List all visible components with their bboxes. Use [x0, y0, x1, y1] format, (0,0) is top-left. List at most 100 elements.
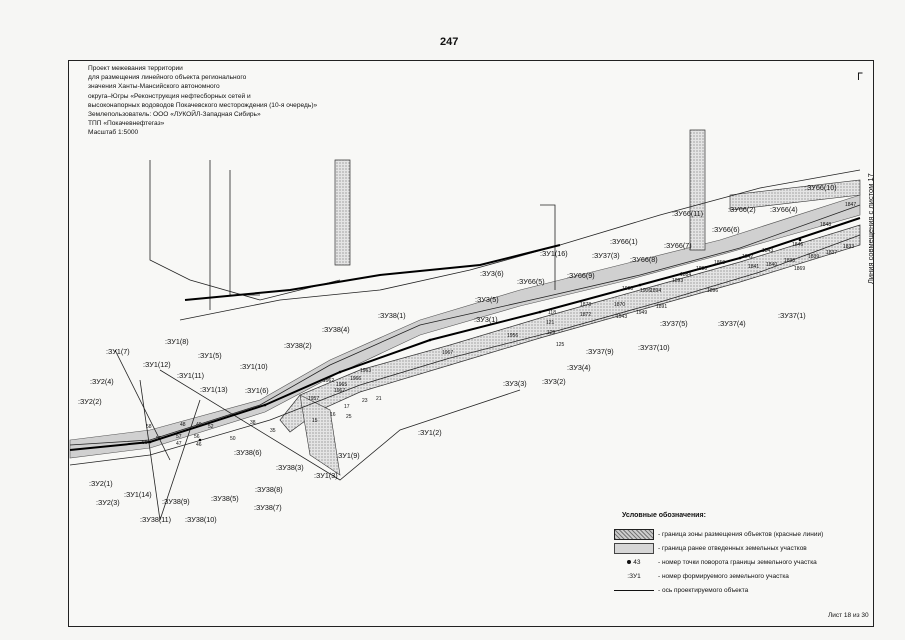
plot-label[interactable]: :ЗУ66(5) — [517, 277, 545, 286]
point-label: 15 — [312, 418, 318, 424]
plot-label[interactable]: :ЗУ1(3) — [314, 471, 338, 480]
plot-label[interactable]: :ЗУ66(11) — [672, 209, 703, 218]
plot-label[interactable]: :ЗУ37(5) — [660, 319, 688, 328]
point-label: 1963 — [360, 368, 371, 374]
legend-prefix: 43 — [633, 558, 641, 566]
plot-label[interactable]: :ЗУ1(13) — [200, 385, 228, 394]
plot-label[interactable]: :ЗУ1(9) — [336, 451, 360, 460]
plot-label[interactable]: :ЗУ1(5) — [198, 351, 222, 360]
point-label: 1840 — [766, 262, 777, 268]
red-line-swatch-icon — [614, 528, 654, 540]
point-label: 1842 — [742, 254, 753, 260]
plot-label[interactable]: :ЗУ66(8) — [630, 255, 658, 264]
plot-label[interactable]: :ЗУ37(9) — [586, 347, 614, 356]
point-label: 1841 — [748, 264, 759, 270]
plot-label[interactable]: :ЗУ38(11) — [140, 515, 171, 524]
point-label: 1906 — [640, 288, 651, 294]
point-label: 59 — [142, 440, 148, 446]
point-label: 125 — [556, 342, 565, 348]
plot-label[interactable]: :ЗУ66(1) — [610, 237, 638, 246]
legend-text: - номер формируемого земельного участка — [658, 572, 789, 580]
point-label: 56 — [194, 434, 200, 440]
point-label: 129 — [547, 330, 556, 336]
plot-label[interactable]: :ЗУ1(2) — [418, 428, 442, 437]
point-label: 1884 — [680, 272, 691, 278]
plot-label[interactable]: :ЗУ38(6) — [234, 448, 262, 457]
plot-label[interactable]: :ЗУ66(10) — [805, 183, 837, 192]
plot-label[interactable]: :ЗУ1(16) — [540, 249, 568, 258]
point-label: 1943 — [616, 314, 627, 320]
plot-label[interactable]: :ЗУ66(7) — [664, 241, 692, 250]
plot-label[interactable]: :ЗУ37(3) — [592, 251, 620, 260]
plot-label[interactable]: :ЗУ3(6) — [480, 269, 504, 278]
plot-label[interactable]: :ЗУ3(2) — [542, 377, 566, 386]
plot-label[interactable]: :ЗУ37(10) — [638, 343, 670, 352]
plot-label[interactable]: :ЗУ38(2) — [284, 341, 312, 350]
plot-label[interactable]: :ЗУ38(4) — [322, 325, 350, 334]
plot-label[interactable]: :ЗУ2(2) — [78, 397, 102, 406]
point-label: 21 — [376, 396, 382, 402]
plot-label[interactable]: :ЗУ66(6) — [712, 225, 740, 234]
legend-text: - номер точки поворота границы земельног… — [658, 558, 817, 566]
plot-label[interactable]: :ЗУ3(3) — [503, 379, 527, 388]
plot-label[interactable]: :ЗУ37(4) — [718, 319, 746, 328]
point-label: 1894 — [650, 288, 661, 294]
point-label: 49 — [196, 422, 202, 428]
plot-label[interactable]: :ЗУ38(10) — [185, 515, 217, 524]
title-line: Масштаб 1:5000 — [88, 129, 139, 137]
title-line: значения Ханты-Мансийского автономного — [88, 83, 220, 91]
plot-label[interactable]: :ЗУ66(4) — [770, 205, 798, 214]
plot-label[interactable]: :ЗУ38(3) — [276, 463, 304, 472]
plot-label[interactable]: :ЗУ1(6) — [245, 386, 269, 395]
point-label: 1965 — [336, 382, 347, 388]
plot-label[interactable]: :ЗУ1(14) — [124, 490, 152, 499]
legend-item: - граница зоны размещения объектов (крас… — [614, 527, 823, 541]
point-label: 50 — [230, 436, 236, 442]
plot-label[interactable]: :ЗУ2(4) — [90, 377, 114, 386]
title-block: Проект межевания территории для размещен… — [88, 64, 317, 138]
plot-label[interactable]: :ЗУ3(4) — [567, 363, 591, 372]
point-label: 25 — [346, 414, 352, 420]
title-line: округа–Югры «Реконструкция нефтесборных … — [88, 92, 251, 100]
plot-label[interactable]: :ЗУ38(9) — [162, 497, 190, 506]
plot-label[interactable]: :ЗУ3(1) — [474, 315, 498, 324]
page-number: 247 — [440, 36, 459, 48]
survey-lines — [69, 160, 861, 521]
plot-label[interactable]: :ЗУ3(5) — [475, 295, 499, 304]
plot-label[interactable]: :ЗУ2(1) — [89, 479, 113, 488]
plot-label[interactable]: :ЗУ2(3) — [96, 498, 120, 507]
sheet-number: Лист 18 из 30 — [828, 612, 869, 619]
point-label: 55 — [156, 436, 162, 442]
point-label: 1843 — [762, 248, 773, 254]
point-label: 1949 — [636, 310, 647, 316]
plot-label[interactable]: :ЗУ1(10) — [240, 362, 268, 371]
axis-line-icon — [614, 589, 654, 591]
title-line: для размещения линейного объекта региона… — [88, 74, 247, 82]
point-label: 38 — [250, 420, 256, 426]
point-label: 35 — [270, 428, 276, 434]
plot-label[interactable]: :ЗУ1(8) — [165, 337, 189, 346]
point-label: 1966 — [350, 376, 361, 382]
legend-item: :ЗУ1 - номер формируемого земельного уча… — [614, 569, 823, 583]
plot-label[interactable]: :ЗУ1(12) — [143, 360, 171, 369]
legend-item: - граница ранее отведенных земельных уча… — [614, 541, 823, 555]
point-label: 1967 — [334, 388, 345, 394]
plot-label[interactable]: :ЗУ38(8) — [255, 485, 283, 494]
plot-label[interactable]: :ЗУ66(2) — [728, 205, 756, 214]
legend-title: Условные обозначения: — [622, 512, 706, 519]
point-label: 57 — [176, 434, 182, 440]
plot-label[interactable]: :ЗУ37(1) — [778, 311, 806, 320]
point-label: 1850 — [714, 260, 725, 266]
plot-label[interactable]: :ЗУ1(11) — [177, 371, 204, 380]
point-label: 1833 — [843, 244, 854, 250]
plot-label[interactable]: :ЗУ38(7) — [254, 503, 282, 512]
plot-label[interactable]: :ЗУ38(5) — [211, 494, 239, 503]
plot-label[interactable]: :ЗУ1(7) — [106, 347, 130, 356]
legend-item: 43 - номер точки поворота границы земель… — [614, 555, 823, 569]
plot-label[interactable]: :ЗУ38(1) — [378, 311, 406, 320]
point-label: 1956 — [507, 333, 518, 339]
point-label: 16 — [330, 412, 336, 418]
legend-text: - граница ранее отведенных земельных уча… — [658, 544, 807, 552]
plot-label[interactable]: :ЗУ66(9) — [567, 271, 595, 280]
